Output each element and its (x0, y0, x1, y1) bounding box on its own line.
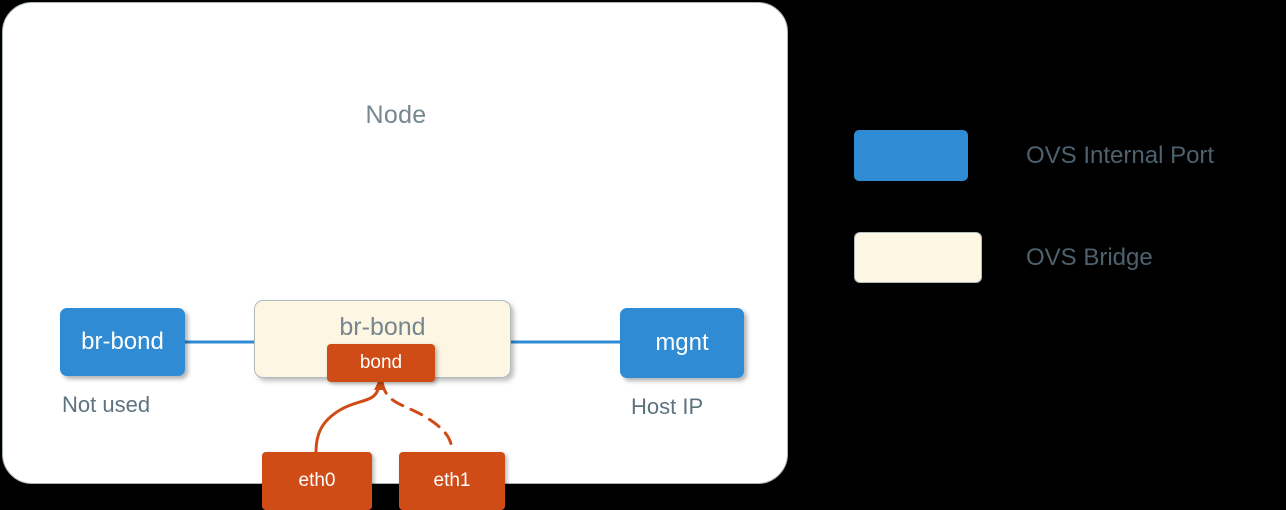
nic-eth0[interactable]: eth0 (262, 452, 372, 510)
ovs-port-br-bond-label: br-bond (81, 328, 164, 355)
legend-swatch-ovs-internal-port (854, 130, 968, 181)
bond-port[interactable]: bond (327, 344, 435, 382)
node-title: Node (365, 101, 427, 129)
nic-eth1-label: eth1 (433, 470, 471, 491)
ovs-port-mgnt-label: mgnt (655, 329, 709, 356)
caption-host-ip: Host IP (631, 394, 704, 419)
nic-eth1[interactable]: eth1 (399, 452, 505, 510)
caption-not-used: Not used (62, 392, 151, 417)
nic-eth0-label: eth0 (298, 470, 336, 491)
bond-port-label: bond (359, 352, 403, 373)
legend-label-ovs-internal-port: OVS Internal Port (1026, 142, 1215, 169)
legend-label-ovs-bridge: OVS Bridge (1026, 244, 1153, 271)
ovs-port-mgnt[interactable]: mgnt (620, 308, 744, 378)
ovs-port-br-bond[interactable]: br-bond (60, 308, 185, 376)
legend-swatch-ovs-bridge (854, 232, 982, 283)
ovs-bridge-br-bond-label: br-bond (339, 313, 426, 341)
